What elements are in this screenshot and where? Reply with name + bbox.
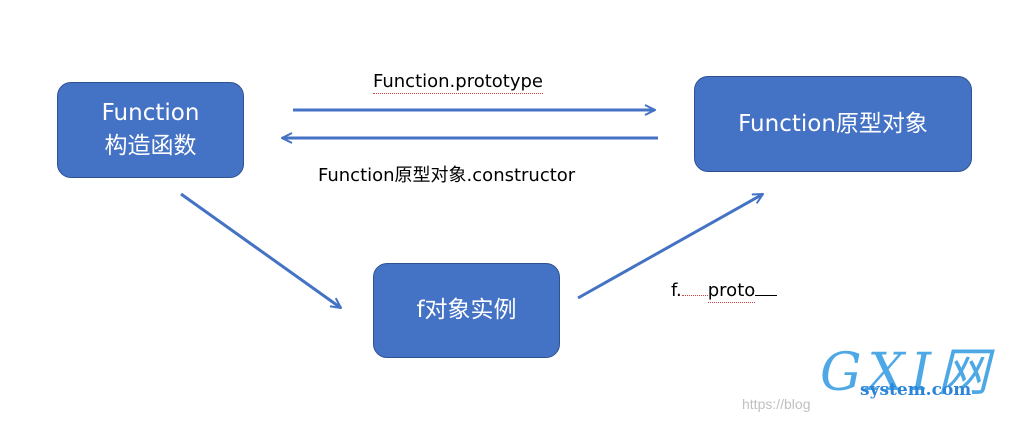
function-constructor-node: Function 构造函数 [57, 82, 244, 178]
instance-node: f对象实例 [373, 263, 560, 358]
new-instance-arrow [180, 192, 341, 308]
watermark-site: system.com [860, 380, 972, 400]
instance-node-label: f对象实例 [416, 297, 517, 323]
watermark-blog: https://blog [742, 396, 811, 412]
proto-edge-underscores-left [681, 294, 708, 296]
constructor-node-line1: Function [101, 100, 200, 126]
proto-edge-name: proto [707, 280, 756, 303]
proto-edge-underscores-right [755, 295, 778, 296]
proto-edge-prefix: f. [671, 280, 682, 301]
proto-arrow [577, 192, 763, 300]
constructor-node-line2: 构造函数 [104, 133, 197, 159]
proto-edge-label: f. proto [671, 280, 778, 303]
prototype-edge-text: Function.prototype [373, 71, 544, 94]
prototype-edge-label: Function.prototype [373, 71, 544, 94]
constructor-edge-label: Function原型对象.constructor [318, 165, 576, 186]
function-prototype-node: Function原型对象 [694, 76, 972, 172]
watermark-logo: GXI网 [820, 343, 996, 403]
prototype-node-label: Function原型对象 [738, 110, 928, 137]
